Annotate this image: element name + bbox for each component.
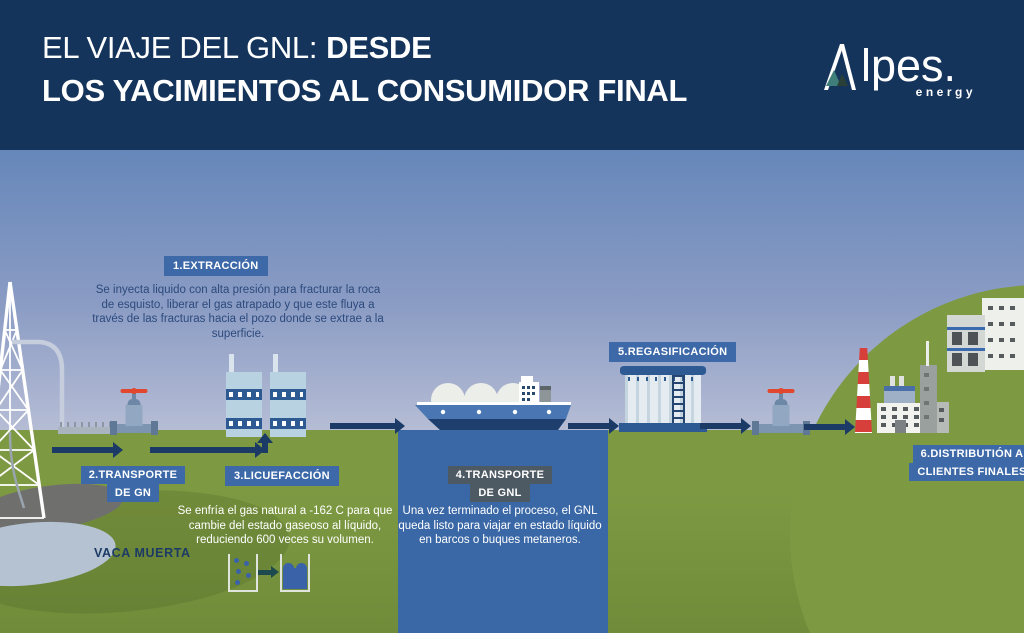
liquefaction-plant-icon [226,354,306,437]
flow-arrow [568,418,619,434]
gas-beaker-icon [228,554,258,592]
apartment-building-icon [982,298,1024,370]
stage4-badge-line1: 4.TRANSPORTE [447,466,553,484]
flow-arrow-up [257,433,273,443]
header: EL VIAJE DEL GNL:DESDE LOS YACIMIENTOS A… [0,0,1024,150]
surface-pipe [12,339,65,428]
alpes-energy-logo: lpes. energy [820,40,980,99]
title-bold: DESDE [326,30,432,65]
flow-arrow [700,418,751,434]
factory-building-icon [877,403,924,433]
logo-subtext: energy [915,85,976,99]
stage2-badge: 2.TRANSPORTE DE GN [80,466,186,502]
flow-arrow [150,442,265,458]
drilling-tower-icon [0,281,65,519]
stage3-description: Se enfría el gas natural a -162 C para q… [177,505,393,546]
striped-chimney-icon [855,348,872,433]
stage2-badge-line1: 2.TRANSPORTE [80,466,186,484]
stage4-badge: 4.TRANSPORTE DE GNL [447,466,553,502]
small-building-icon [937,402,949,433]
stage6-badge-line1: 6.DISTRIBUTIÓN A [912,445,1024,463]
well-pipe-underground [8,431,26,509]
regasification-tank-icon [619,366,707,432]
apartment-building-icon [947,315,985,372]
flow-arrow [804,419,855,435]
factory-vent-icon [890,376,895,387]
flow-arrow [52,442,123,458]
title-line2: LOS YACIMIENTOS AL CONSUMIDOR FINAL [42,73,688,108]
page-title: EL VIAJE DEL GNL:DESDE LOS YACIMIENTOS A… [42,26,687,112]
mountain-a-icon [824,44,856,90]
sea-panel [398,430,608,633]
flow-arrow-stem [262,443,268,453]
title-regular: EL VIAJE DEL GNL: [42,30,318,65]
liquid-beaker-icon [280,554,310,592]
factory-vent-icon [899,376,904,387]
stage6-badge-line2: CLIENTES FINALES [909,463,1024,481]
stage3-badge: 3.LICUEFACCIÓN [225,466,339,486]
wellhead-manifold-icon [58,422,114,434]
logo-wordmark: lpes. [861,40,957,91]
stage2-badge-line2: DE GN [106,484,160,502]
gas-to-liquid-icon [228,554,310,600]
antenna-icon [926,341,929,366]
stage4-badge-line2: DE GNL [470,484,530,502]
mini-arrow-icon [258,566,279,578]
lng-ship-icon [415,376,571,430]
tall-building-icon [920,365,937,433]
stage1-badge: 1.EXTRACCIÓN [164,256,268,276]
stage5-badge: 5.REGASIFICACIÓN [609,342,737,362]
site-label: VACA MUERTA [94,546,191,560]
stage4-description: Una vez terminado el proceso, el GNL que… [398,505,602,546]
stage6-badge: 6.DISTRIBUTIÓN A CLIENTES FINALES [909,445,1024,481]
factory-block-icon [884,386,915,404]
valve-station-icon [752,385,810,435]
stage1-description: Se inyecta liquido con alta presión para… [92,284,384,340]
flow-arrow [330,418,405,434]
valve-station-icon [110,385,158,435]
